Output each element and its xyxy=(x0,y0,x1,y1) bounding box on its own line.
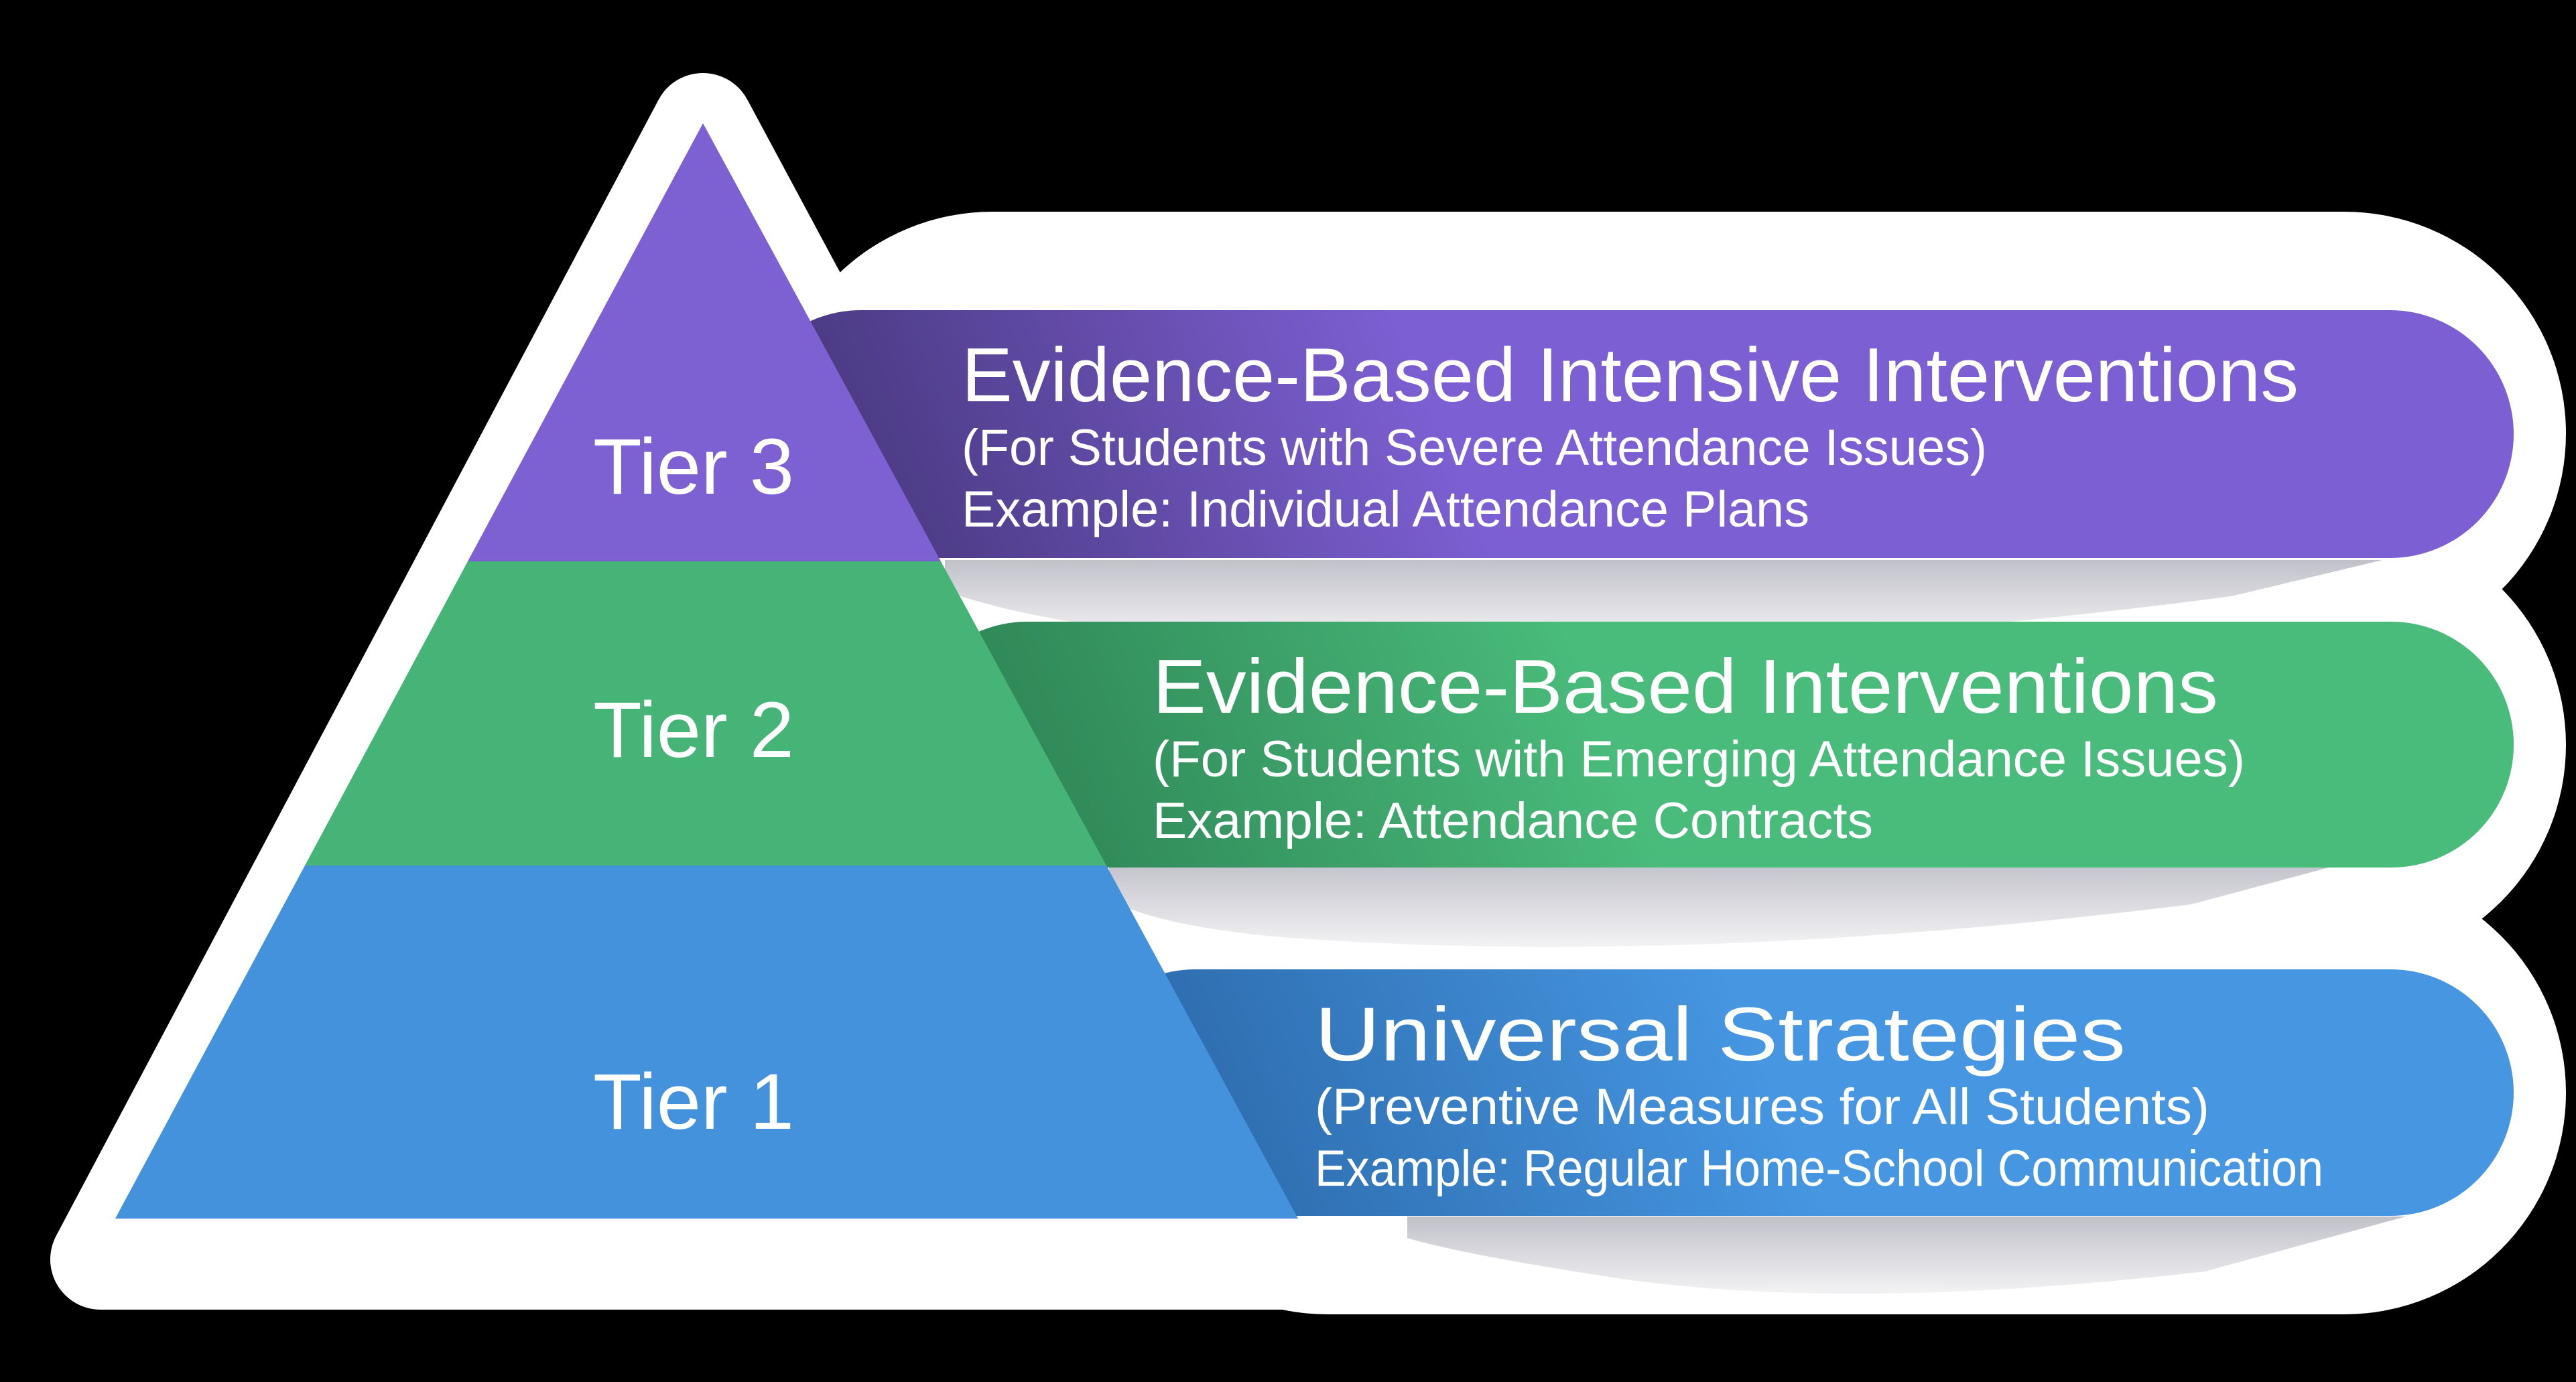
tier1-subtitle: (Preventive Measures for All Students) xyxy=(1315,1079,2209,1135)
pyramid-band-tier3 xyxy=(468,123,941,561)
tier3-example: Example: Individual Attendance Plans xyxy=(962,481,1809,538)
tier1-label: Tier 1 xyxy=(593,1058,794,1146)
tier1-title: Universal Strategies xyxy=(1315,992,2126,1077)
pyramid-band-tier1 xyxy=(115,866,1298,1219)
banner-tier1 xyxy=(1072,969,2514,1216)
tier1-example: Example: Regular Home-School Communicati… xyxy=(1315,1140,2323,1197)
curl-shadow-tier1 xyxy=(1407,1217,2406,1294)
pyramid-band-tier2 xyxy=(305,561,1106,866)
tier2-example: Example: Attendance Contracts xyxy=(1153,792,1873,849)
tier3-subtitle: (For Students with Severe Attendance Iss… xyxy=(962,419,1987,476)
curl-shadow-tier2 xyxy=(1109,868,2329,947)
banner-tier3 xyxy=(737,310,2514,558)
tier2-title: Evidence-Based Interventions xyxy=(1153,644,2218,730)
banner-tier2 xyxy=(905,622,2514,868)
tier3-label: Tier 3 xyxy=(593,423,794,511)
tier3-title: Evidence-Based Intensive Interventions xyxy=(962,333,2299,418)
tier2-subtitle: (For Students with Emerging Attendance I… xyxy=(1153,731,2245,788)
tier2-label: Tier 2 xyxy=(593,686,794,774)
